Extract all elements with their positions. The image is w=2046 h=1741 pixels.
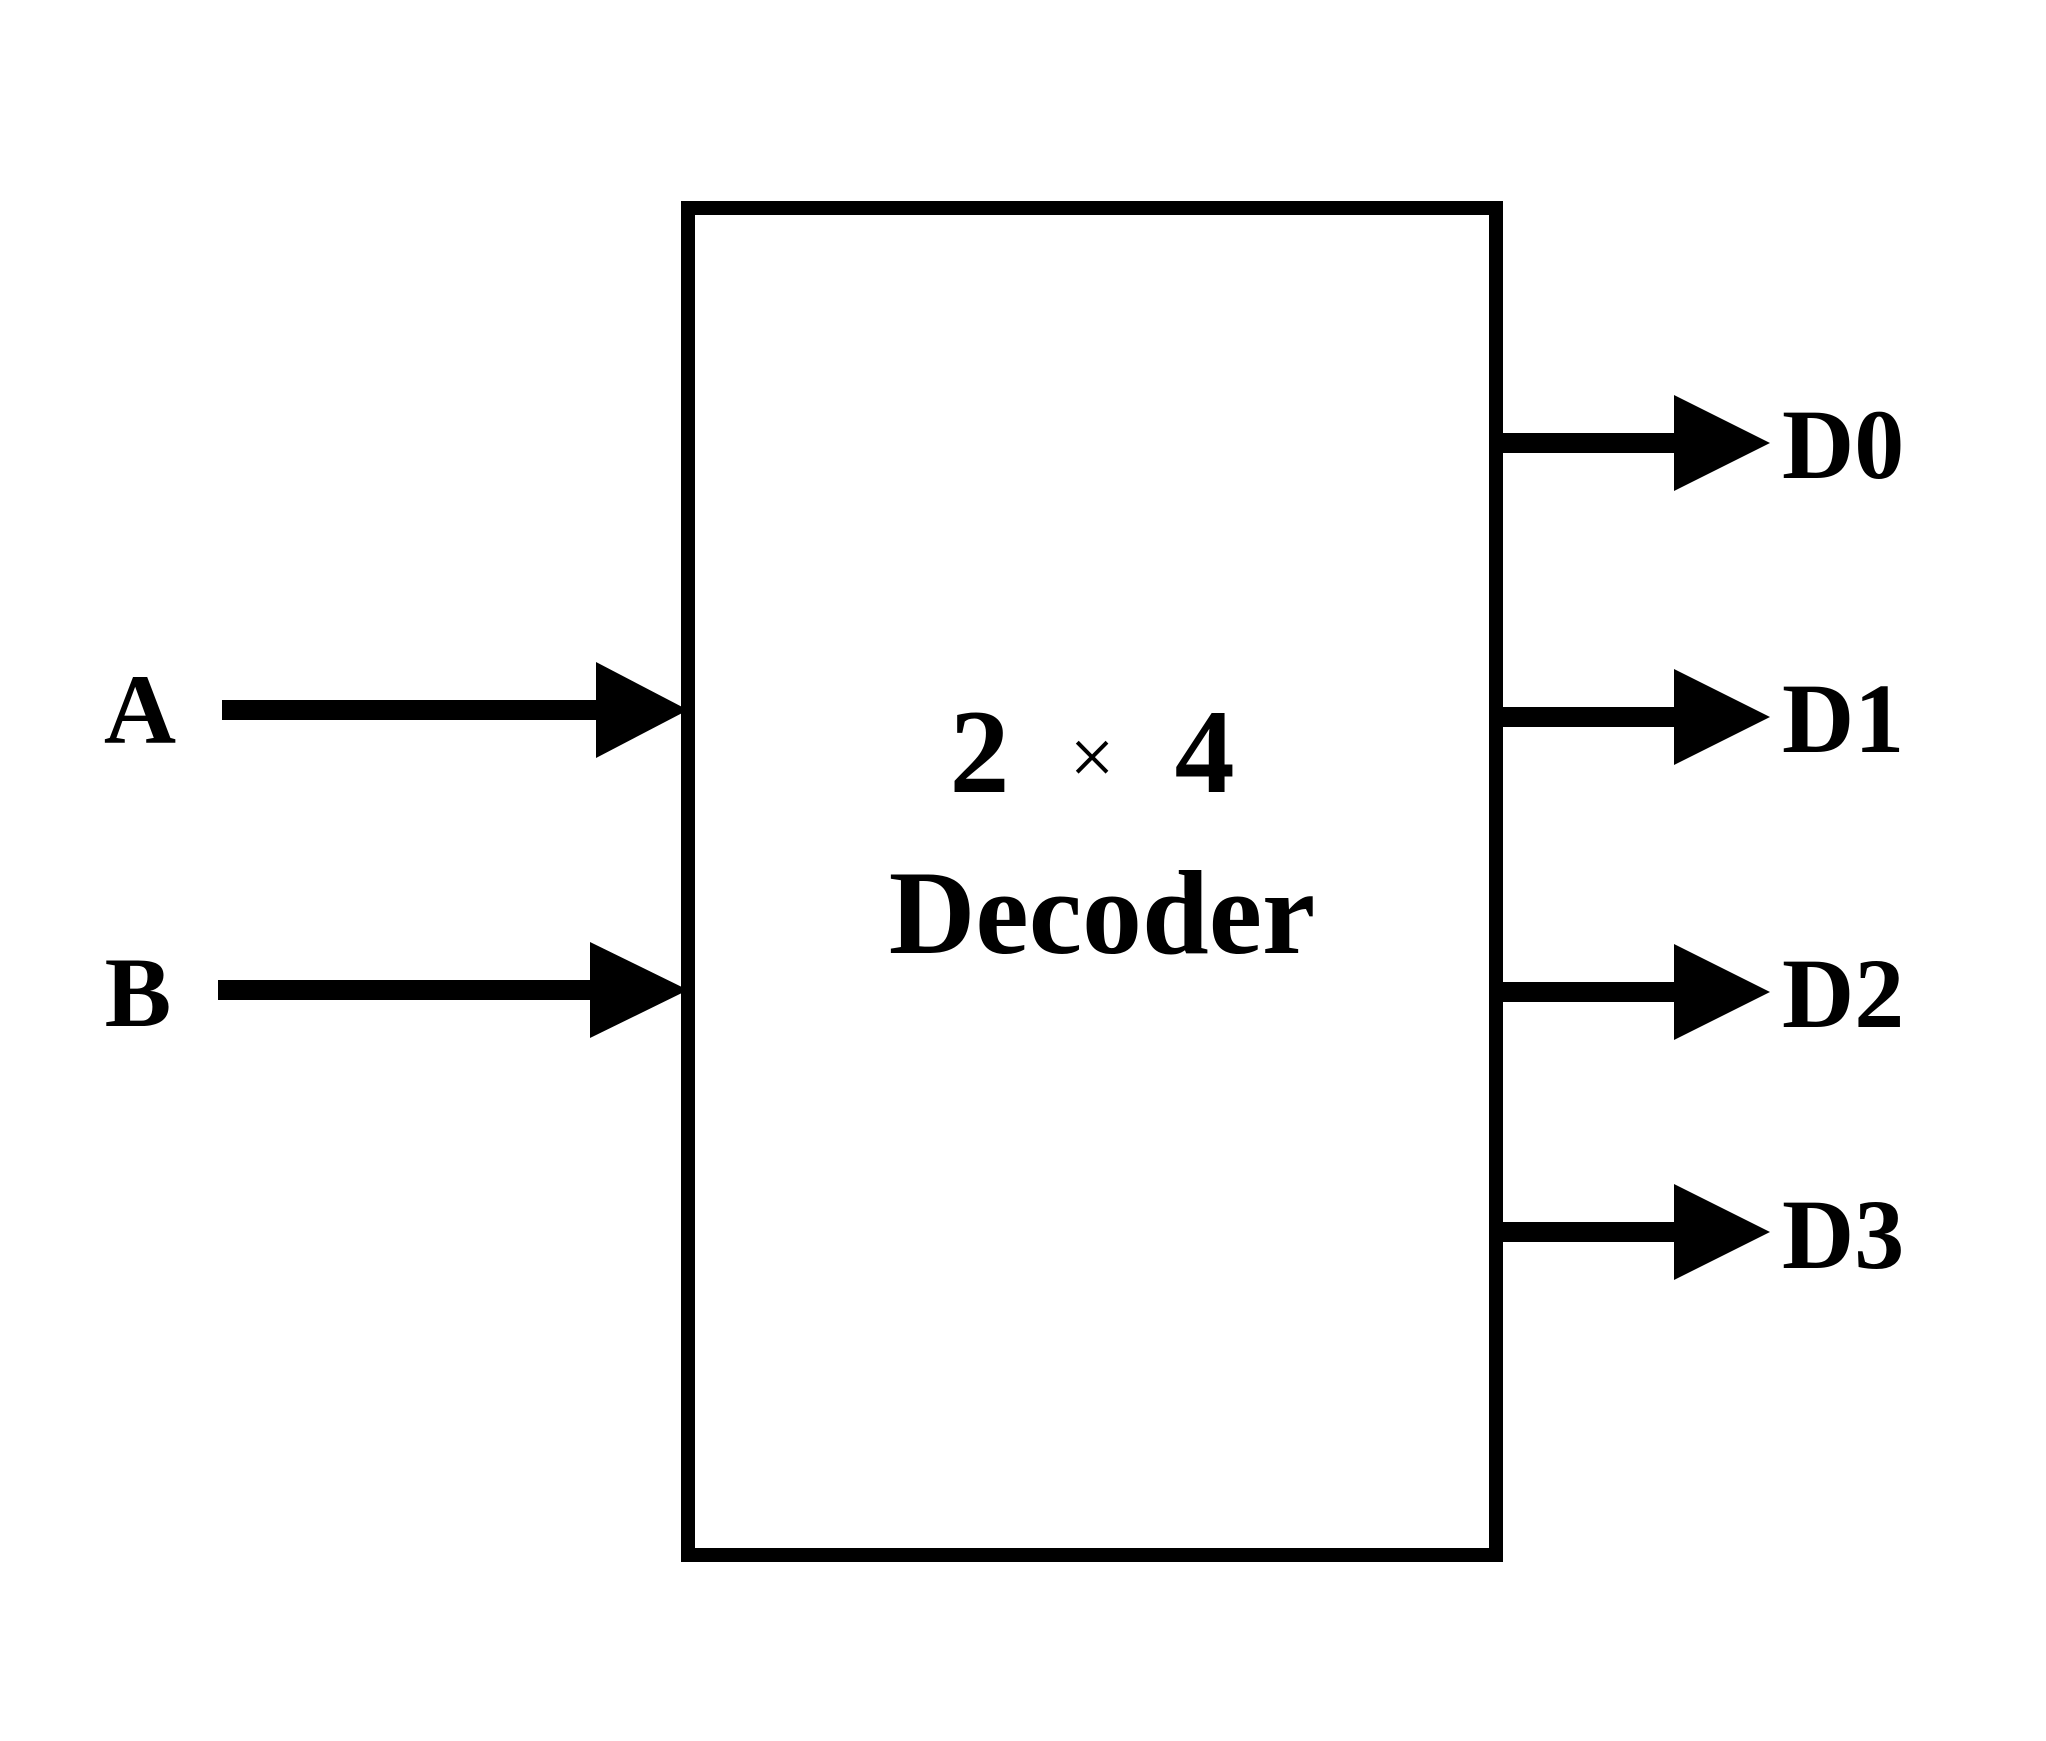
input-b-label: B [105,937,172,1048]
output-d1-label: D1 [1782,663,1904,774]
block-size-label: 2 × 4 [949,677,1234,818]
output-d2-arrowhead [1674,944,1770,1040]
output-d0-label: D0 [1782,389,1904,500]
output-d0: D0 [1496,389,1904,500]
block-size-m: 4 [1175,685,1235,818]
output-d2: D2 [1496,938,1904,1049]
block-times-symbol: × [1069,714,1114,802]
block-size-n: 2 [949,685,1009,818]
output-d2-label: D2 [1782,938,1904,1049]
input-b-arrowhead [590,942,688,1038]
input-b: B [105,937,688,1048]
output-d3-arrowhead [1674,1184,1770,1280]
block-name-label: Decoder [889,846,1315,979]
input-a-label: A [104,654,176,765]
output-d3: D3 [1496,1179,1904,1290]
input-a-arrowhead [596,662,688,758]
decoder-block [681,201,1503,1562]
output-d1: D1 [1496,663,1904,774]
input-a: A [104,654,688,765]
output-d0-arrowhead [1674,395,1770,491]
output-d1-arrowhead [1674,669,1770,765]
output-d3-label: D3 [1782,1179,1904,1290]
